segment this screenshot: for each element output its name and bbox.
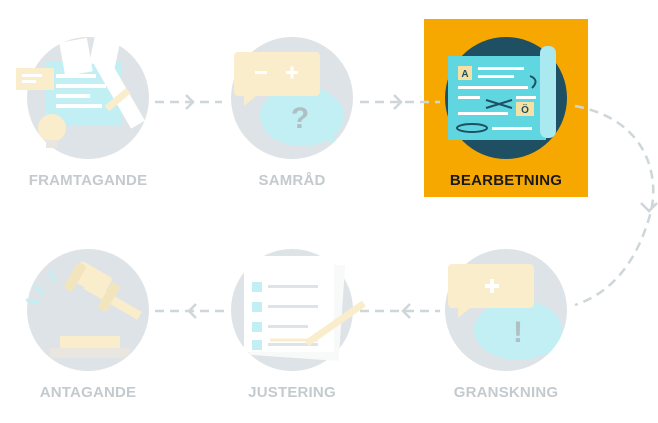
step-label: BEARBETNING <box>424 172 588 189</box>
step-label: GRANSKNING <box>424 384 588 401</box>
edited-document-icon: A Ö <box>445 37 567 159</box>
step-label: ANTAGANDE <box>6 384 170 401</box>
speech-bubbles-exclamation-icon: ! <box>445 249 567 371</box>
document-lightbulb-icon <box>16 34 149 159</box>
svg-text:A: A <box>461 69 468 80</box>
arrow-head-3 <box>641 203 657 211</box>
connector-3-4 <box>575 106 653 305</box>
svg-text:Ö: Ö <box>521 103 529 116</box>
svg-text:?: ? <box>291 102 309 135</box>
checklist-pen-icon <box>231 249 366 371</box>
step-label: FRAMTAGANDE <box>6 172 170 189</box>
gavel-icon <box>26 249 149 371</box>
speech-bubbles-question-icon: ? <box>231 37 353 159</box>
step-label: JUSTERING <box>210 384 374 401</box>
step-label: SAMRÅD <box>210 172 374 189</box>
svg-text:!: ! <box>513 316 523 349</box>
